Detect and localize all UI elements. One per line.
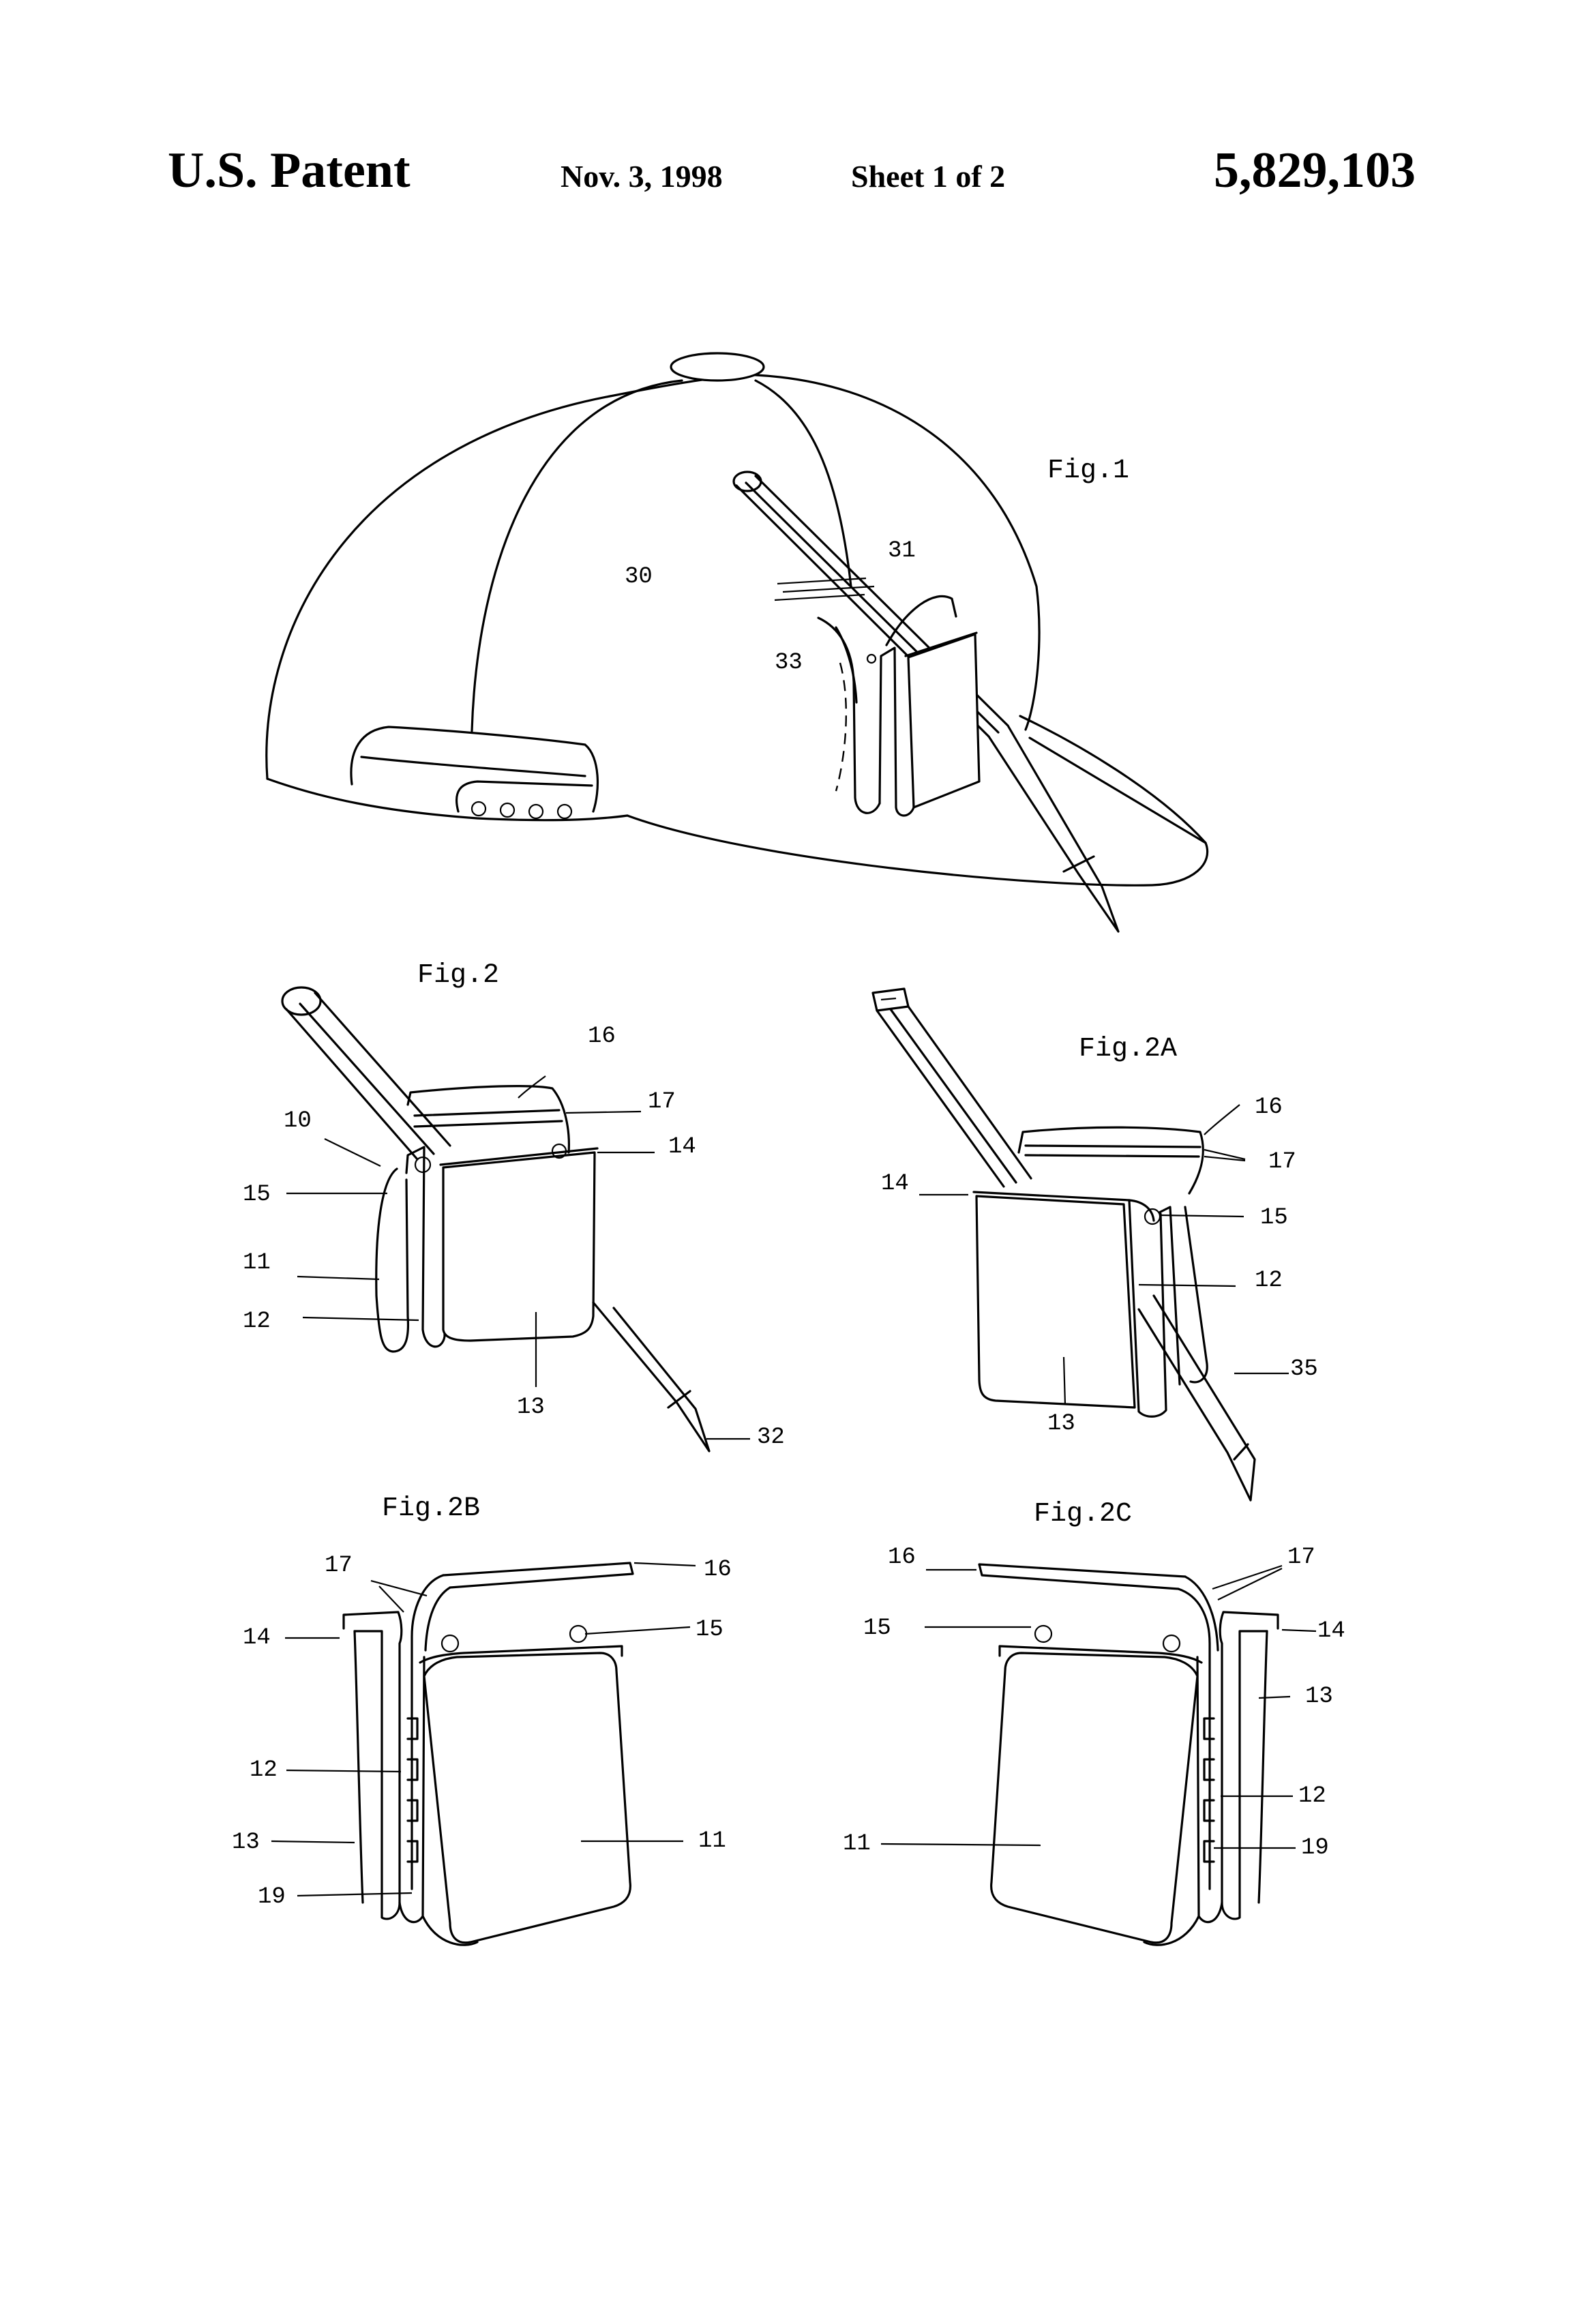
fig2c-ref-11: 11	[843, 1831, 871, 1857]
fig2b-ref-11: 11	[698, 1828, 726, 1854]
fig2b-ref-16: 16	[704, 1557, 732, 1583]
fig2-ref-17: 17	[648, 1089, 676, 1115]
fig2c-ref-17: 17	[1287, 1545, 1315, 1570]
fig2a-ref-16: 16	[1255, 1094, 1283, 1120]
fig2-ref-10: 10	[284, 1108, 312, 1134]
fig1-label: Fig.1	[1047, 456, 1129, 486]
fig2-ref-13: 13	[517, 1395, 545, 1420]
fig2c-label: Fig.2C	[1034, 1499, 1132, 1530]
fig2a-ref-12: 12	[1255, 1268, 1283, 1294]
fig2-label: Fig.2	[417, 960, 499, 991]
fig2b-label: Fig.2B	[382, 1493, 480, 1524]
fig2b-clip-drawing	[344, 1563, 633, 1945]
fig2b-ref-15: 15	[696, 1617, 723, 1643]
fig1-ref-30: 30	[625, 564, 653, 590]
fig2a-ref-13: 13	[1047, 1411, 1075, 1437]
fig2a-label: Fig.2A	[1079, 1034, 1177, 1064]
fig2c-ref-13: 13	[1305, 1684, 1333, 1710]
fig1-ref-33: 33	[775, 650, 803, 676]
fig2-ref-32: 32	[757, 1425, 785, 1450]
fig1-ref-31: 31	[888, 538, 916, 564]
fig2b-ref-13: 13	[232, 1830, 260, 1856]
fig2-ref-16: 16	[588, 1024, 616, 1049]
fig2c-ref-15: 15	[863, 1615, 891, 1641]
fig2c-clip-drawing	[979, 1564, 1278, 1945]
fig2c-ref-16: 16	[888, 1545, 916, 1570]
fig2a-ref-35: 35	[1290, 1356, 1318, 1382]
fig2-clip-drawing	[282, 987, 709, 1451]
fig2-ref-11: 11	[243, 1250, 271, 1276]
fig2b-ref-17: 17	[325, 1553, 353, 1579]
fig2-ref-15: 15	[243, 1182, 271, 1208]
fig1-cap-drawing	[267, 353, 1208, 932]
fig2b-ref-14: 14	[243, 1625, 271, 1651]
fig2b-ref-19: 19	[258, 1884, 286, 1910]
fig2c-ref-19: 19	[1301, 1835, 1329, 1861]
fig2a-ref-17: 17	[1268, 1149, 1296, 1175]
fig2a-ref-15: 15	[1260, 1205, 1288, 1231]
fig2-ref-12: 12	[243, 1309, 271, 1335]
fig2c-ref-12: 12	[1298, 1783, 1326, 1809]
fig2c-ref-14: 14	[1317, 1618, 1345, 1644]
fig2b-ref-12: 12	[250, 1757, 278, 1783]
fig2-ref-14: 14	[668, 1134, 696, 1160]
fig2a-ref-14: 14	[881, 1171, 909, 1197]
